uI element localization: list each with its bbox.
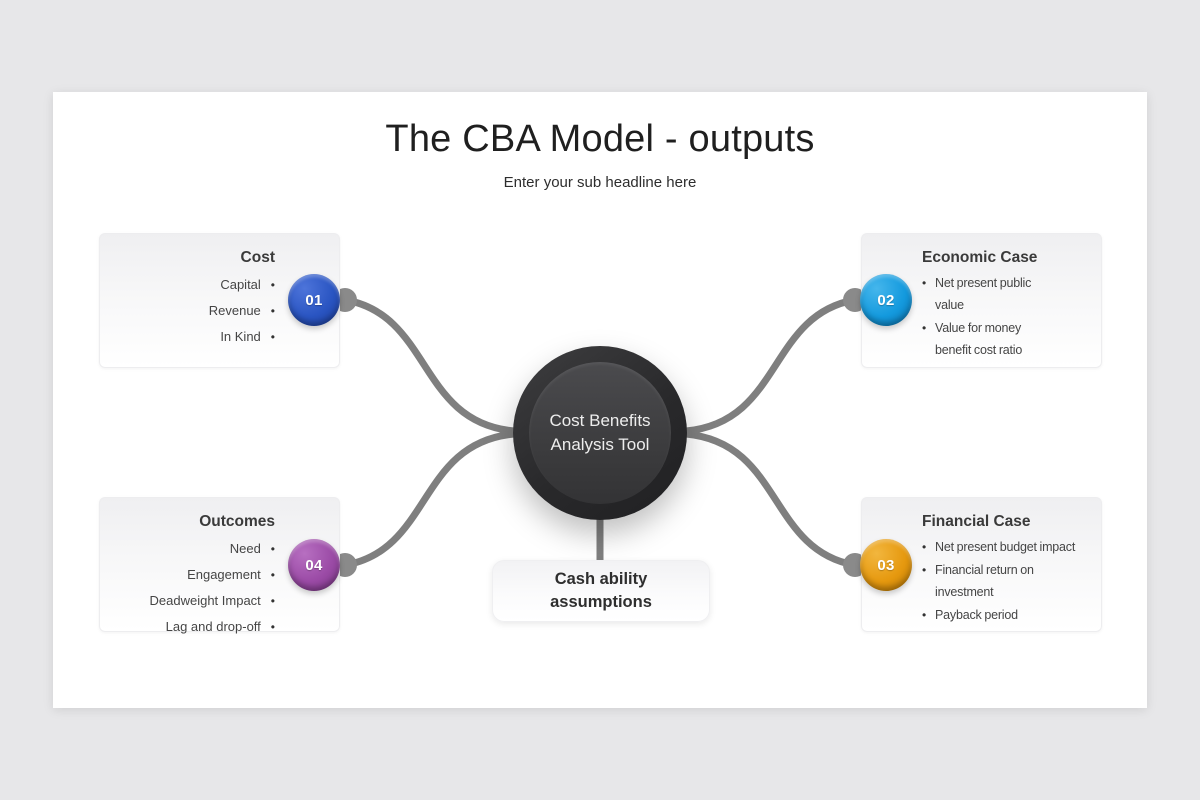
- list-item: • Value for money benefit cost ratio: [922, 317, 1093, 361]
- list-item: • Payback period: [922, 604, 1093, 626]
- list-item: Engagement •: [112, 562, 275, 588]
- page-subtitle: Enter your sub headline here: [503, 174, 697, 191]
- list-item: • Financial return on investment: [922, 559, 1093, 603]
- node-badge-01: 01: [288, 274, 340, 326]
- list-item-label: Net present budget impact: [935, 540, 1076, 554]
- list-item-label: Engagement: [187, 567, 261, 582]
- node-badge-02: 02: [860, 274, 912, 326]
- list-item-label: Net present public value: [935, 276, 1032, 312]
- bullet-icon: •: [270, 620, 275, 634]
- bullet-icon: •: [270, 330, 275, 344]
- bullet-icon: •: [270, 594, 275, 608]
- node-number: 02: [877, 291, 895, 309]
- list-item: Lag and drop-off •: [112, 614, 275, 640]
- list-item-label: Deadweight Impact: [149, 593, 261, 608]
- bullet-icon: •: [922, 563, 927, 577]
- bullet-icon: •: [922, 608, 927, 622]
- node-number: 03: [877, 556, 895, 574]
- list-item: • Net present public value: [922, 272, 1093, 316]
- list-item: In Kind •: [112, 324, 275, 350]
- list-item: Deadweight Impact •: [112, 588, 275, 614]
- cash-ability-label: Cash ability assumptions: [550, 570, 652, 611]
- cash-ability-box: Cash ability assumptions: [492, 560, 710, 622]
- central-node: Cost Benefits Analysis Tool: [513, 346, 687, 520]
- bullet-icon: •: [270, 568, 275, 582]
- central-node-inner: Cost Benefits Analysis Tool: [529, 362, 671, 504]
- list-item-label: Value for money benefit cost ratio: [935, 321, 1023, 357]
- node-badge-04: 04: [288, 539, 340, 591]
- list-item-label: In Kind: [220, 329, 261, 344]
- list-item-label: Lag and drop-off: [165, 619, 261, 634]
- list-item: • Net present budget impact: [922, 536, 1093, 558]
- bullet-icon: •: [922, 321, 927, 335]
- list-item-label: Revenue: [208, 303, 261, 318]
- bullet-icon: •: [270, 278, 275, 292]
- list-item: Revenue •: [112, 298, 275, 324]
- bullet-icon: •: [270, 542, 275, 556]
- card-cost: Cost Capital • Revenue • In Kind •: [99, 233, 340, 368]
- list-item-label: Payback period: [935, 608, 1018, 622]
- card-economic-title: Economic Case: [922, 249, 1038, 266]
- card-financial-title: Financial Case: [922, 513, 1031, 530]
- node-number: 01: [305, 291, 323, 309]
- list-item-label: Capital: [220, 277, 261, 292]
- node-number: 04: [305, 556, 323, 574]
- card-outcomes-title: Outcomes: [199, 513, 275, 530]
- node-badge-03: 03: [860, 539, 912, 591]
- bullet-icon: •: [270, 304, 275, 318]
- central-node-label: Cost Benefits Analysis Tool: [549, 411, 651, 454]
- list-item: Capital •: [112, 272, 275, 298]
- bullet-icon: •: [922, 540, 927, 554]
- page-title: The CBA Model - outputs: [385, 118, 815, 160]
- card-cost-title: Cost: [240, 249, 275, 266]
- bullet-icon: •: [922, 276, 927, 290]
- list-item-label: Financial return on investment: [935, 563, 1034, 599]
- list-item: Need •: [112, 536, 275, 562]
- list-item-label: Need: [229, 541, 261, 556]
